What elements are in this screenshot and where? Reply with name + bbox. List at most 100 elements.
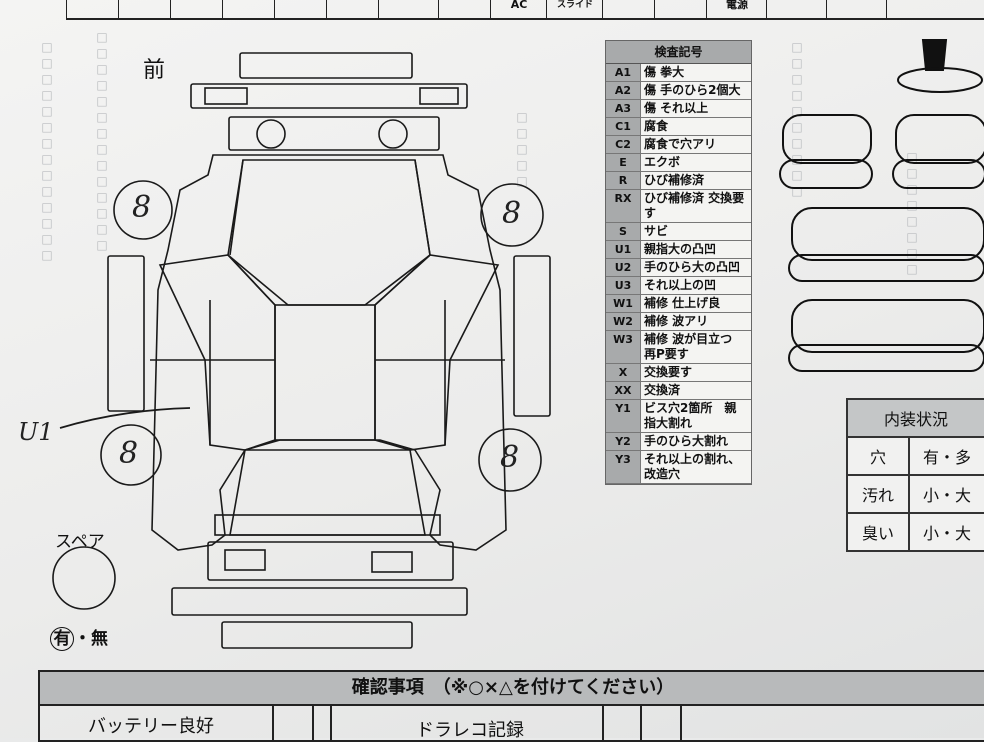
interior-value[interactable]: 小・大 (908, 474, 984, 514)
body-outline[interactable] (151, 154, 507, 551)
legend-row: U2 手のひら大の凸凹 (606, 259, 751, 277)
legend-row: RX ひび補修済 交換要す (606, 190, 751, 223)
front-label: 前 (143, 58, 166, 83)
legend-description: 補修 仕上げ良 (640, 295, 751, 312)
confirmation-title: 確認事項 （※○×△を付けてください） (40, 672, 984, 706)
legend-code: A3 (614, 102, 632, 115)
legend-code: X (618, 366, 628, 379)
wheel-front-right[interactable] (480, 183, 544, 247)
legend-description: 腐食 (640, 118, 751, 135)
legend-code: U2 (614, 261, 632, 274)
legend-description: 交換要す (640, 364, 751, 381)
wheel-rear-left[interactable] (100, 424, 162, 486)
interior-label: 臭い (846, 512, 910, 552)
spare-tire-circle[interactable] (52, 546, 116, 610)
right-headlight[interactable] (419, 87, 459, 105)
legend-code: C1 (615, 120, 631, 133)
legend-code: W2 (613, 315, 633, 328)
rear-bumper[interactable] (171, 587, 468, 616)
front-bumper-top[interactable] (239, 52, 413, 79)
legend-description: 傷 拳大 (640, 64, 751, 81)
seat-headrest-icon (921, 39, 948, 71)
interior-value[interactable]: 有・多 (908, 436, 984, 476)
legend-row: U1 親指大の凸凹 (606, 241, 751, 259)
interior-status-table: 内装状況 穴 有・多 汚れ 小・大 臭い 小・大 (846, 398, 984, 552)
interior-title: 内装状況 (846, 398, 984, 438)
legend-row: C1 腐食 (606, 118, 751, 136)
legend-description: 補修 波が目立つ 再P要す (640, 331, 751, 363)
legend-description: それ以上の凹 (640, 277, 751, 294)
legend-description: ひび補修済 (640, 172, 751, 189)
legend-code: W1 (613, 297, 633, 310)
grille-panel[interactable] (228, 116, 440, 151)
tire-mark-rear-left: 8 (119, 436, 139, 471)
legend-description: 手のひら大の凸凹 (640, 259, 751, 276)
rear-lamp-right[interactable] (371, 551, 413, 573)
seat-rear-row2-icon[interactable] (791, 299, 984, 353)
front-bumper[interactable] (190, 83, 468, 109)
legend-description: 親指大の凸凹 (640, 241, 751, 258)
legend-row: X 交換要す (606, 364, 751, 382)
seat-rear-row1-icon[interactable] (791, 207, 984, 261)
legend-row: U3 それ以上の凹 (606, 277, 751, 295)
legend-code: Y1 (615, 402, 631, 415)
rear-bumper-lower[interactable] (221, 621, 413, 649)
legend-description: ひび補修済 交換要す (640, 190, 751, 222)
legend-code: U3 (614, 279, 632, 292)
spare-presence: 有・無 (50, 624, 108, 651)
fog-lamp-right[interactable] (378, 119, 408, 149)
legend-code: W3 (613, 333, 633, 346)
tire-mark-front-left: 8 (132, 190, 152, 225)
roof[interactable] (274, 304, 376, 441)
legend-code: XX (614, 384, 632, 397)
right-sill[interactable] (513, 255, 551, 417)
header-ac: AC (490, 0, 547, 18)
seat-base-icon (897, 67, 983, 93)
bleed-through-text: □□□□□ (515, 110, 529, 190)
fog-lamp-left[interactable] (256, 119, 286, 149)
legend-code: U1 (614, 243, 632, 256)
trunk-lid[interactable] (214, 514, 441, 536)
header-power: 電源 (706, 0, 767, 18)
spare-label: スペア (55, 532, 105, 552)
wheel-rear-right[interactable] (478, 428, 542, 492)
header-slide: スライド (546, 0, 603, 18)
legend-row: XX 交換済 (606, 382, 751, 400)
spare-no[interactable]: 無 (91, 629, 108, 649)
rear-panel[interactable] (207, 541, 454, 581)
legend-row: R ひび補修済 (606, 172, 751, 190)
legend-code: C2 (615, 138, 631, 151)
interior-value[interactable]: 小・大 (908, 512, 984, 552)
left-headlight[interactable] (204, 87, 248, 105)
seat-front-left-icon[interactable] (782, 114, 872, 164)
left-sill[interactable] (107, 255, 145, 412)
legend-description: サビ (640, 223, 751, 240)
legend-description: 補修 波アリ (640, 313, 751, 330)
right-doors[interactable] (374, 254, 500, 451)
legend-description: ビス穴2箇所 親指大割れ (640, 400, 751, 432)
legend-row: Y1 ビス穴2箇所 親指大割れ (606, 400, 751, 433)
rear-lamp-left[interactable] (224, 549, 266, 571)
rear-window[interactable] (229, 449, 426, 536)
legend-code: RX (614, 192, 632, 205)
legend-description: 腐食で穴アリ (640, 136, 751, 153)
tire-mark-rear-right: 8 (500, 440, 520, 475)
seat-front-right-icon[interactable] (895, 114, 984, 164)
bleed-through-text: □□□□□□□□ (905, 150, 919, 278)
legend-description: 交換済 (640, 382, 751, 399)
left-doors[interactable] (158, 254, 276, 451)
legend-code: Y3 (615, 453, 631, 466)
spare-yes[interactable]: 有 (50, 627, 74, 651)
spare-separator: ・ (74, 629, 91, 649)
legend-code: R (618, 174, 628, 187)
wheel-front-left[interactable] (113, 180, 173, 240)
